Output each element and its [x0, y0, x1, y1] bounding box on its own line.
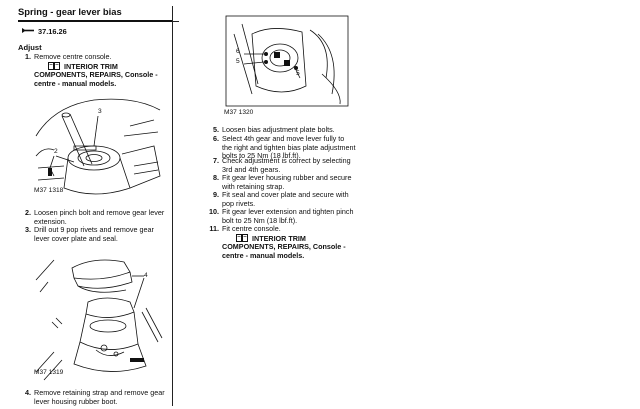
figure-label: M37 1319	[34, 369, 64, 376]
step-2: 2. Loosen pinch bolt and remove gear lev…	[25, 208, 165, 226]
step-11: 11. Fit centre console. INTERIOR TRIM CO…	[206, 224, 356, 260]
figure-label: M37 1320	[224, 109, 254, 116]
step-1: 1. Remove centre console. INTERIOR TRIM …	[18, 52, 168, 88]
book-reference-icon	[236, 233, 248, 242]
figure-label: M37 1318	[34, 187, 64, 194]
title-rule	[18, 20, 172, 22]
figure-callout: 5	[236, 58, 240, 65]
figure-callout: 2	[54, 148, 58, 155]
figure-m37-1319: 4 M37 1319	[34, 252, 164, 382]
column-rule	[172, 6, 173, 406]
column-rule-tick	[173, 21, 179, 22]
figure-callout: 3	[98, 108, 102, 115]
page-title: Spring - gear lever bias	[18, 6, 122, 17]
operation-code: 37.16.26	[38, 27, 67, 36]
cross-reference[interactable]: INTERIOR TRIM COMPONENTS, REPAIRS, Conso…	[34, 61, 158, 88]
step-3: 3. Drill out 9 pop rivets and remove gea…	[25, 225, 154, 243]
figure-callout: 4	[144, 272, 148, 279]
step-7: 7. Check adjustment is correct by select…	[213, 156, 351, 174]
step-5: 5. Loosen bias adjustment plate bolts.	[213, 125, 335, 134]
cross-reference[interactable]: INTERIOR TRIM COMPONENTS, REPAIRS, Conso…	[222, 233, 346, 260]
wrench-arrow-icon	[22, 27, 34, 37]
step-9: 9. Fit seal and cover plate and secure w…	[213, 190, 349, 208]
step-10: 10. Fit gear lever extension and tighten…	[209, 207, 354, 225]
step-6: 6. Select 4th gear and move lever fully …	[213, 134, 356, 161]
figure-m37-1320: 6 5 5 M37 1320	[222, 14, 352, 116]
figure-callout: 5	[296, 70, 300, 77]
section-heading: Adjust	[18, 43, 42, 52]
figure-callout: 6	[236, 48, 240, 55]
step-4: 4. Remove retaining strap and remove gea…	[25, 388, 165, 406]
figure-m37-1318: 3 2 M37 1318	[34, 96, 164, 200]
book-reference-icon	[48, 61, 60, 70]
operation-reference: 37.16.26	[22, 27, 67, 37]
step-8: 8. Fit gear lever housing rubber and sec…	[213, 173, 352, 191]
